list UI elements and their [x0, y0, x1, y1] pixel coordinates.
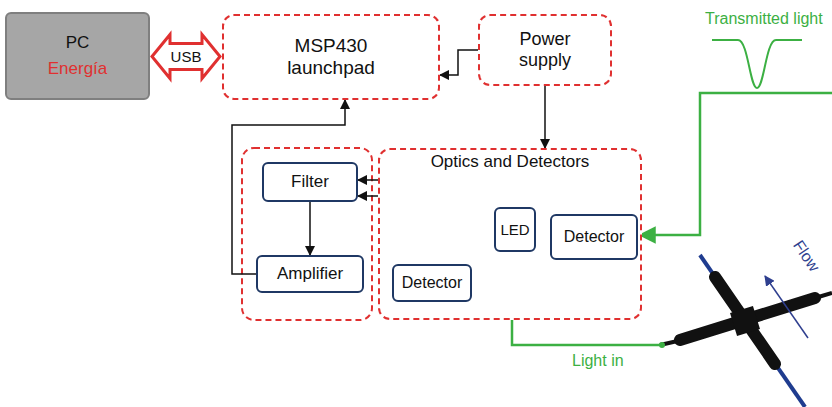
node-title: Filter	[291, 172, 329, 192]
node-title: Detector	[564, 228, 624, 246]
optics-group: Optics and DetectorsLEDDetectorDetector	[378, 148, 642, 320]
detector-box: Detector	[550, 214, 638, 260]
node-subtitle: Energía	[48, 59, 108, 79]
group-outline	[242, 148, 372, 320]
signal-label: Transmitted light	[705, 10, 823, 28]
node-title: Optics and Detectors	[431, 152, 590, 172]
node-title: Amplifier	[277, 264, 343, 284]
computer-box: PC Energía	[5, 12, 150, 100]
edge-label: USB	[171, 49, 202, 64]
fiber	[815, 293, 832, 298]
node-title: LED	[500, 221, 529, 238]
led-box: LED	[494, 207, 536, 252]
fiber-tip	[659, 342, 665, 348]
signal-wire	[309, 202, 311, 255]
detector-box: Detector	[392, 264, 472, 302]
flow-arrow	[765, 276, 808, 338]
pulse-signal	[712, 40, 802, 88]
node-title: Detector	[402, 274, 462, 292]
flow-cell	[730, 306, 760, 336]
power-supply-box: Power supply	[478, 14, 612, 86]
signal-wire	[544, 86, 546, 148]
node-title: PC	[66, 33, 90, 53]
light-label: Light in	[572, 352, 624, 370]
flow-label: Flow	[789, 237, 823, 275]
microcontroller-box: MSP430 launchpad	[222, 14, 440, 100]
amplifier-box: Amplifier	[256, 255, 364, 293]
filter-box: Filter	[262, 162, 358, 202]
node-title: MSP430 launchpad	[271, 35, 391, 79]
light-path	[640, 93, 832, 235]
signal-wire	[440, 50, 478, 75]
usb-arrow	[152, 35, 220, 79]
node-title: Power supply	[500, 29, 590, 70]
